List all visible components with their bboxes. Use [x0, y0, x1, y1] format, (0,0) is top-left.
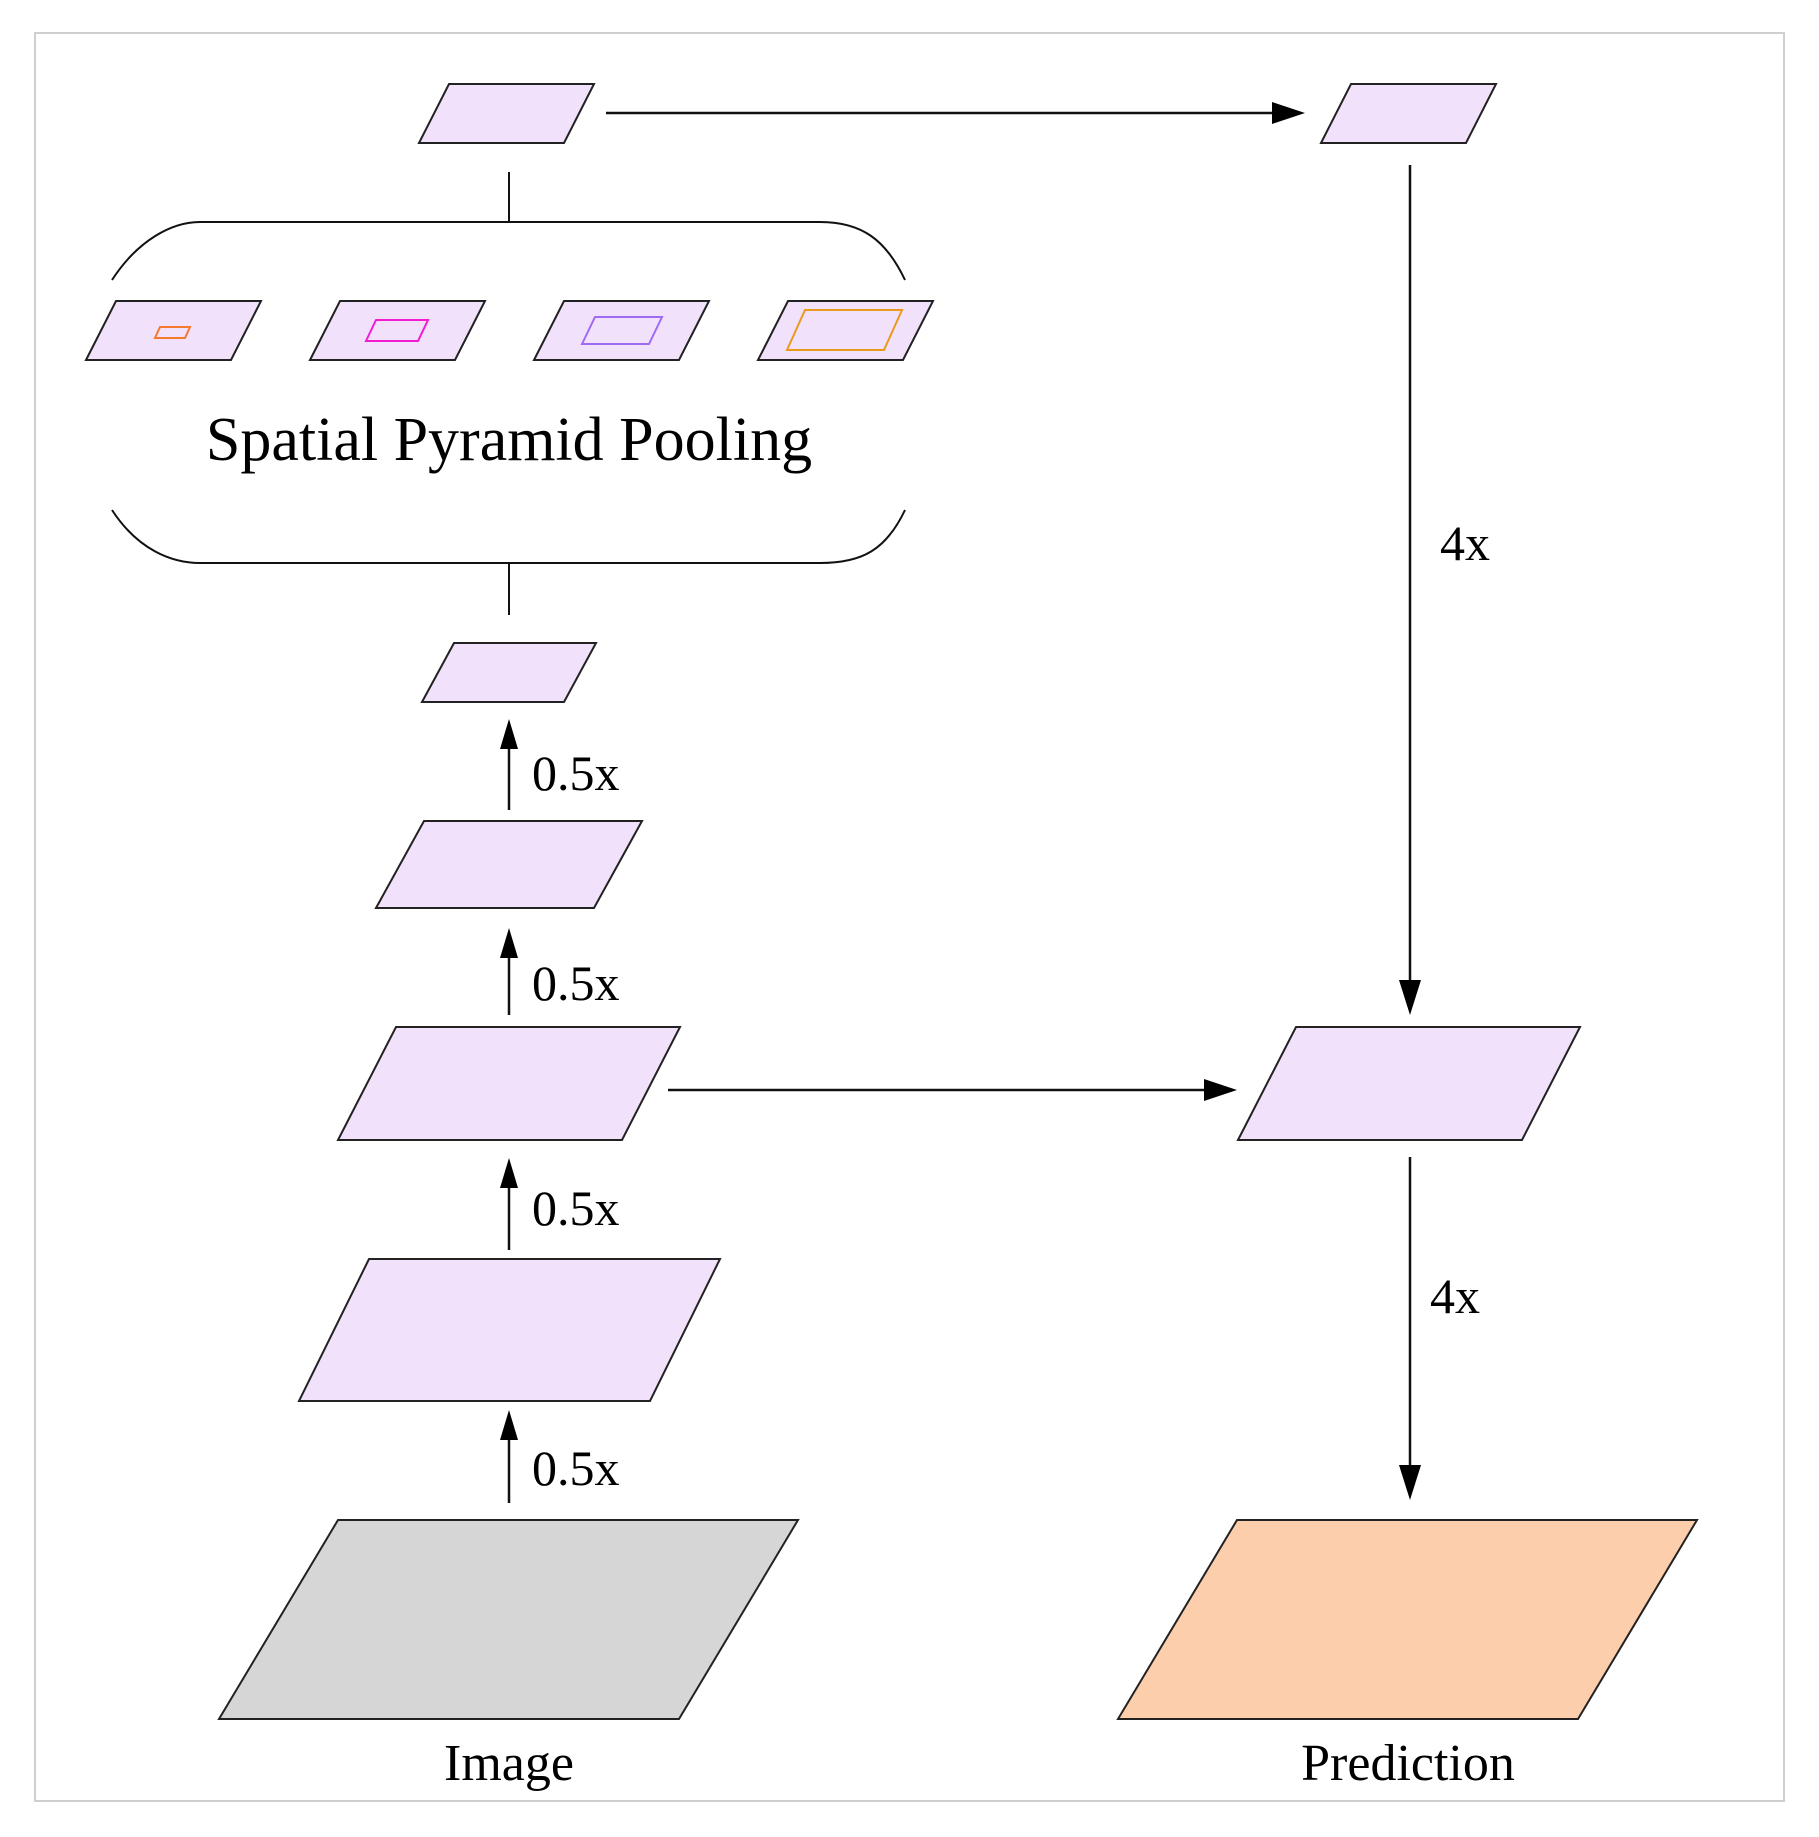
prediction-plane	[1116, 1519, 1699, 1720]
skip-connection-arrow	[668, 1079, 1237, 1101]
spp-branch-map-3	[532, 300, 711, 361]
downsample-label-1: 0.5x	[532, 1440, 620, 1496]
downsample-label-3: 0.5x	[532, 955, 620, 1011]
input-image-plane	[217, 1519, 800, 1720]
decoder-map-fused	[1236, 1026, 1582, 1141]
spp-to-decoder-arrow	[606, 102, 1305, 124]
feature-map-level-4	[420, 642, 598, 703]
upsample-label-1: 4x	[1440, 515, 1490, 571]
decoder-map-top	[1319, 83, 1498, 144]
spp-pool-window-4	[785, 309, 904, 351]
spp-pool-window-1	[153, 326, 192, 339]
upsample-label-2: 4x	[1430, 1268, 1480, 1324]
spp-output-map	[417, 83, 596, 144]
spp-branch-map-1	[84, 300, 263, 361]
downsample-arrow-4	[500, 719, 518, 810]
image-label: Image	[444, 1735, 574, 1792]
downsample-arrow-1	[500, 1410, 518, 1503]
downsample-label-2: 0.5x	[532, 1180, 620, 1236]
spp-pool-window-2	[364, 319, 430, 342]
upsample-arrow-2	[1399, 1157, 1421, 1500]
downsample-arrow-3	[500, 928, 518, 1015]
spp-label: Spatial Pyramid Pooling	[206, 406, 812, 474]
feature-map-level-1	[297, 1258, 722, 1402]
spp-pool-window-3	[580, 316, 664, 345]
prediction-label: Prediction	[1301, 1735, 1515, 1792]
feature-map-level-3	[374, 820, 644, 909]
downsample-arrow-2	[500, 1158, 518, 1250]
spp-branch-map-2	[308, 300, 487, 361]
downsample-label-4: 0.5x	[532, 745, 620, 801]
spp-top-bracket	[111, 221, 906, 281]
spp-bottom-bracket	[111, 509, 906, 564]
feature-map-level-2	[336, 1026, 682, 1141]
upsample-arrow-1	[1399, 165, 1421, 1015]
